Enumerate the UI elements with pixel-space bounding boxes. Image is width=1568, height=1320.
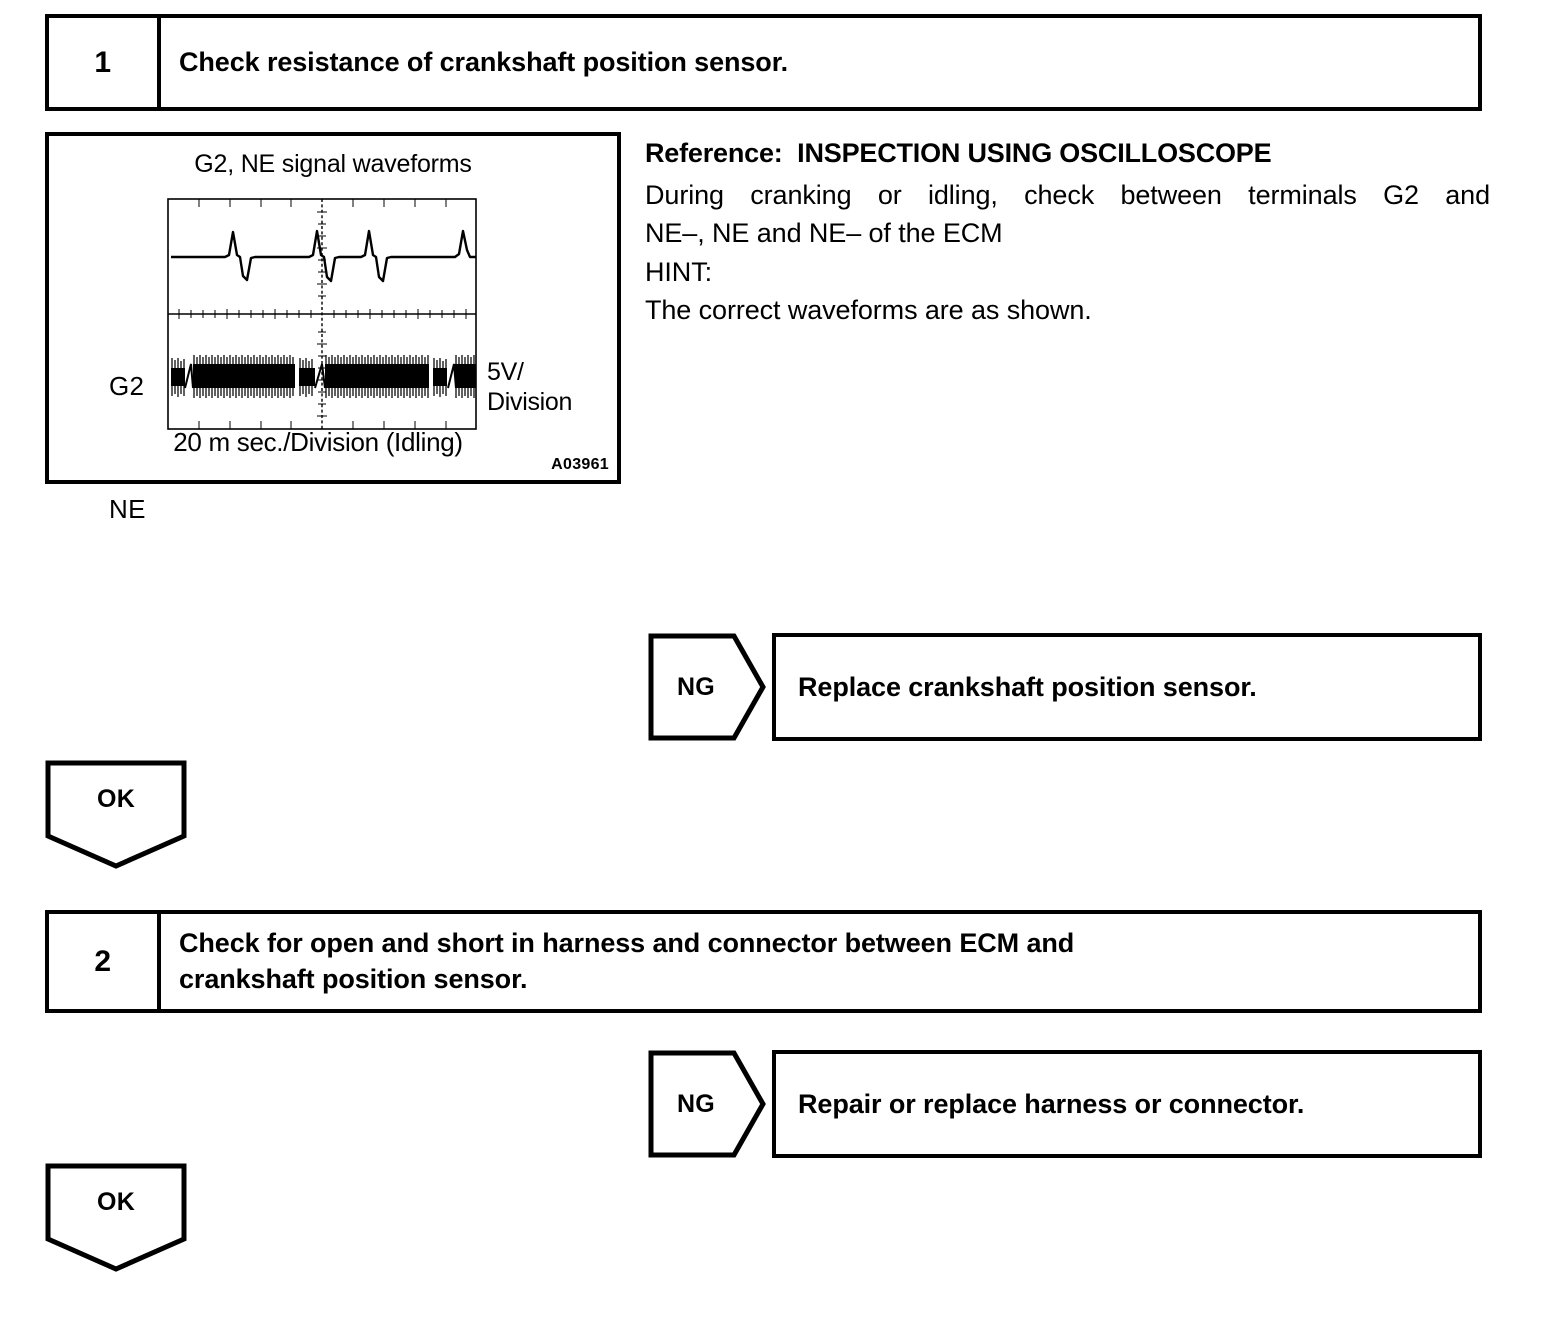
step-2-box: 2 Check for open and short in harness an… — [45, 910, 1482, 1013]
vertical-scale-line-2: Division — [487, 387, 573, 416]
ng-label-2: NG — [677, 1089, 715, 1118]
trace-label-ne: NE — [109, 494, 146, 524]
ng-action-box-1: Replace crankshaft position sensor. — [772, 633, 1482, 741]
step-1-text: Check resistance of crankshaft position … — [179, 46, 789, 77]
oscilloscope-figure: G2, NE signal waveforms G2 NE 5V/ Divisi… — [45, 132, 621, 524]
step-1-box: 1 Check resistance of crankshaft positio… — [45, 14, 1482, 111]
ok-arrow-1: OK — [45, 760, 187, 870]
trace-label-g2: G2 — [109, 371, 145, 401]
ng-label-1: NG — [677, 672, 715, 701]
g2-waveform-trace — [171, 229, 476, 283]
ok-label-1: OK — [97, 784, 135, 813]
ne-waveform-trace — [171, 355, 476, 398]
ng-arrow-icon-1: NG — [648, 633, 766, 741]
ng-action-box-2: Repair or replace harness or connector. — [772, 1050, 1482, 1158]
reference-line-2: NE–, NE and NE– of the ECM — [645, 218, 1003, 249]
step-1-number: 1 — [49, 18, 161, 107]
step-2-text: Check for open and short in harness and … — [161, 914, 1478, 1009]
ng-branch-1: NG Replace crankshaft position sensor. — [648, 633, 1482, 741]
figure-title: G2, NE signal waveforms — [194, 150, 472, 178]
step-2-text-line-2: crankshaft position sensor. — [179, 963, 528, 994]
ng-arrow-icon-2: NG — [648, 1050, 766, 1158]
reference-hint-text: The correct waveforms are as shown. — [645, 294, 1092, 325]
reference-hint-label: HINT: — [645, 256, 713, 287]
waveform-plot — [167, 198, 477, 430]
reference-line-1: During cranking or idling, check between… — [645, 180, 1490, 210]
vertical-scale-label: 5V/ Division — [487, 358, 572, 417]
ok-arrow-2: OK — [45, 1163, 187, 1273]
time-base-label: 20 m sec./Division (Idling) — [173, 427, 463, 457]
reference-text-block: Reference: INSPECTION USING OSCILLOSCOPE… — [645, 138, 1495, 329]
ok-label-2: OK — [97, 1187, 135, 1216]
figure-code-label: A03961 — [551, 456, 609, 473]
step-2-number: 2 — [49, 914, 161, 1009]
ng-branch-2: NG Repair or replace harness or connecto… — [648, 1050, 1482, 1158]
step-2-text-line-1: Check for open and short in harness and … — [179, 928, 1075, 959]
reference-heading: Reference: INSPECTION USING OSCILLOSCOPE — [645, 138, 1272, 168]
vertical-scale-line-1: 5V/ — [487, 358, 524, 386]
